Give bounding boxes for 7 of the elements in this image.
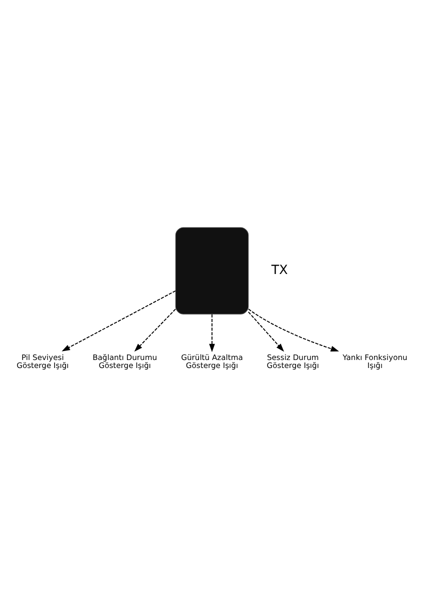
- node-box: [175, 226, 249, 314]
- arrow: [209, 313, 215, 352]
- arrow: [62, 290, 176, 351]
- arrow: [134, 308, 176, 352]
- arrow: [248, 308, 340, 351]
- label: TX: [271, 261, 288, 276]
- arrow: [248, 311, 284, 352]
